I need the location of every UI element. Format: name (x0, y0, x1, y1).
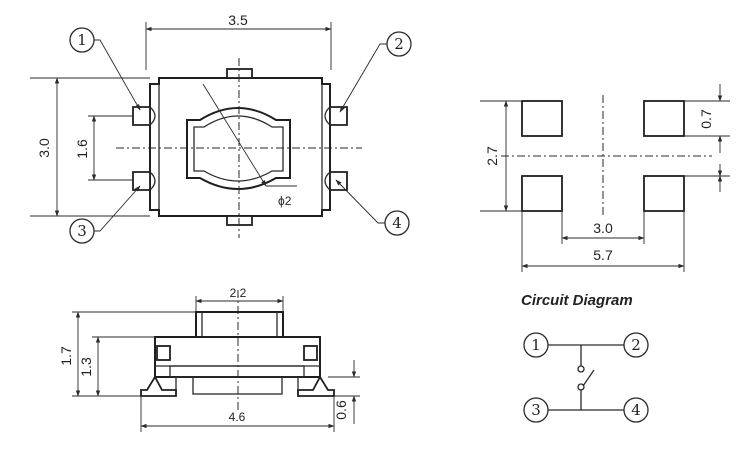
switch-contact-bottom (577, 383, 585, 391)
diameter-leader (202, 83, 267, 187)
pcb-footprint: 2.7 0.7 3.0 5.7 (480, 84, 730, 272)
footprint-pad-4 (643, 175, 685, 212)
switch-contact-top (577, 365, 585, 373)
pitch-y-dim-label: 2.7 (484, 146, 500, 166)
switch-lever (582, 369, 595, 387)
overall-x-dim-label: 5.7 (593, 247, 613, 263)
pin-4-number: 4 (392, 214, 402, 232)
circuit-node-1-label: 1 (531, 336, 541, 354)
height-dim-label: 3.0 (36, 138, 52, 158)
pin-1-number: 1 (77, 31, 87, 49)
top-width-dim-label: 2.2 (230, 286, 247, 300)
pin-2-number: 2 (394, 35, 404, 53)
pin-2-lead (329, 106, 348, 126)
overall-width-dim-label: 4.6 (229, 410, 246, 424)
circuit-node-2-label: 2 (631, 336, 641, 354)
total-height-dim-label: 1.7 (58, 346, 74, 366)
pin-3-number: 3 (77, 222, 87, 240)
circuit-title: Circuit Diagram (521, 292, 633, 309)
pitch-x-dim-label: 3.0 (593, 220, 613, 236)
lead-height-dim-label: 0.6 (333, 400, 349, 420)
side-lead-right (297, 375, 335, 397)
pin-1-lead (132, 106, 151, 126)
diameter-label: ϕ2 (278, 194, 292, 208)
actuator-outer (186, 107, 291, 190)
circuit-diagram: Circuit Diagram 1 2 3 4 (521, 292, 649, 423)
pad-height-dim-label: 0.7 (698, 109, 714, 129)
pin-pitch-dim-label: 1.6 (74, 139, 90, 159)
side-lead-left (140, 375, 177, 397)
switch-body-outline (149, 77, 331, 217)
pin-4-lead (329, 171, 348, 191)
top-view: 3.5 3.0 1.6 ϕ2 (30, 12, 412, 244)
footprint-pad-3 (521, 175, 563, 212)
side-view: 2.2 1.7 1.3 4.6 0.6 (58, 286, 360, 432)
footprint-pad-2 (643, 100, 685, 137)
width-dim-label: 3.5 (228, 12, 248, 28)
pin-3-lead (132, 171, 151, 191)
footprint-pad-1 (521, 100, 563, 137)
body-height-dim-label: 1.3 (78, 357, 94, 377)
side-actuator (195, 311, 284, 338)
circuit-node-3-label: 3 (531, 401, 541, 419)
circuit-node-4-label: 4 (631, 401, 641, 419)
